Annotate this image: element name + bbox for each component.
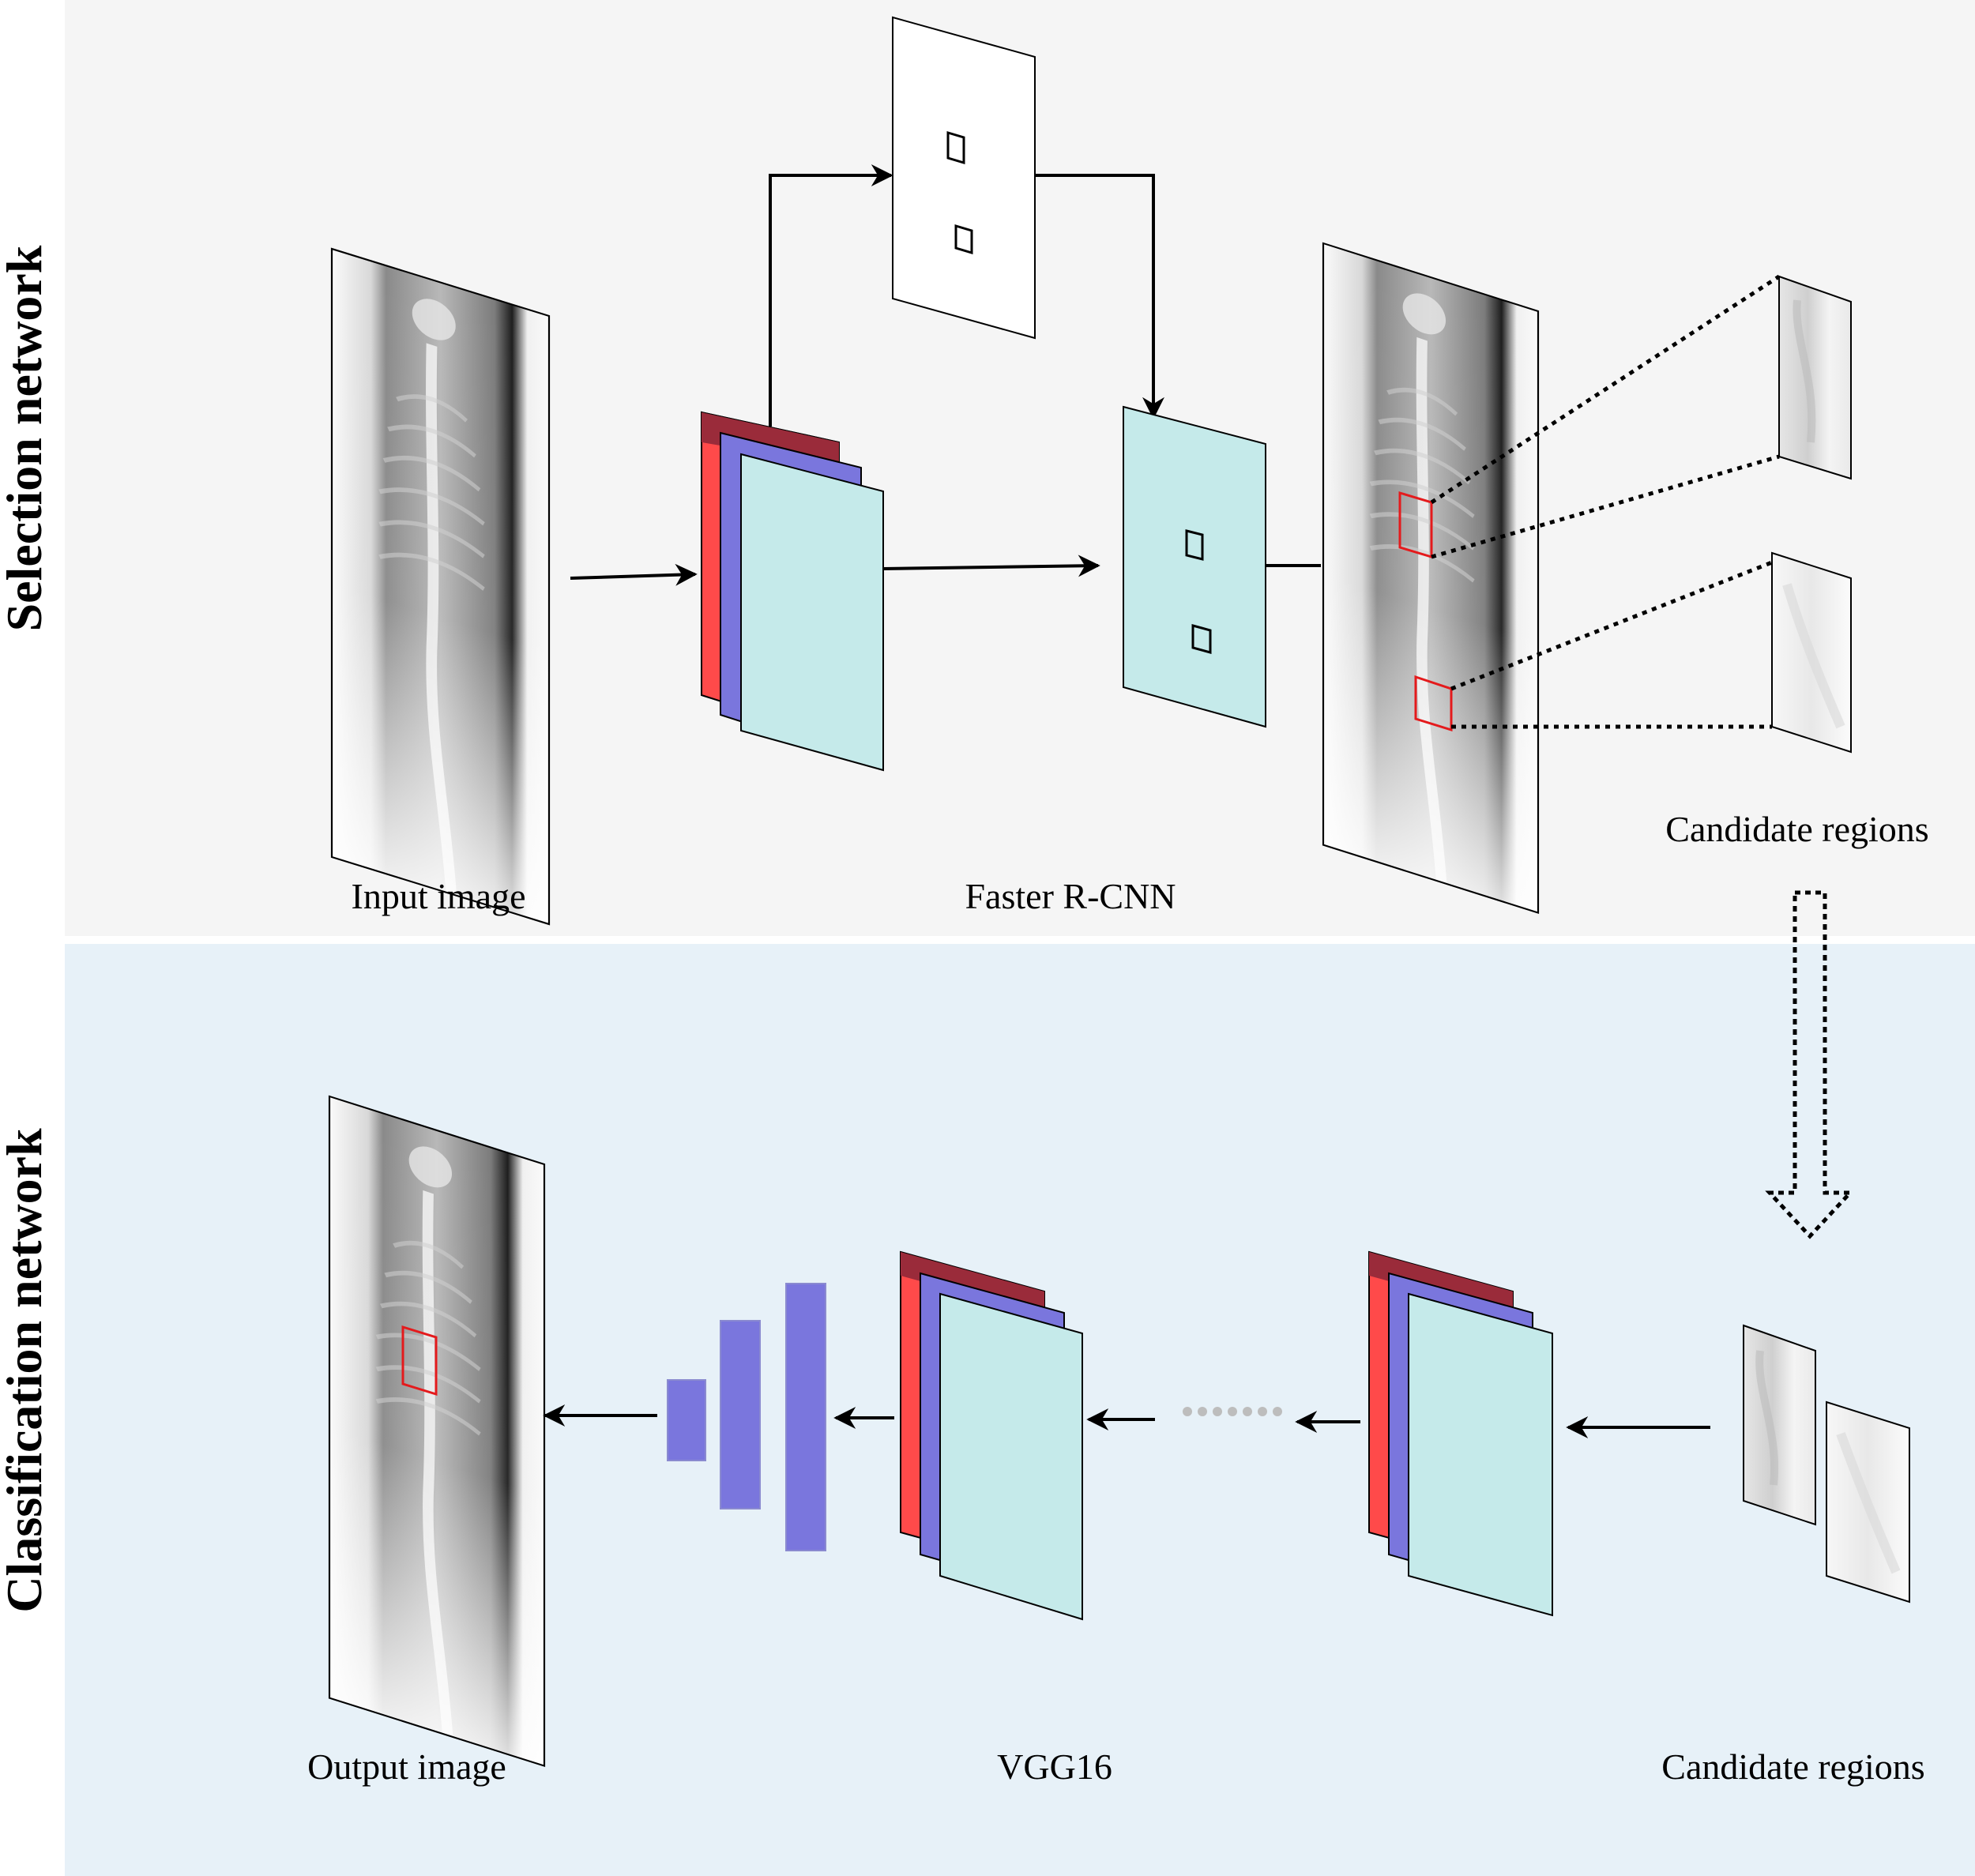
candidate-regions-label-top: Candidate regions — [1665, 809, 1928, 849]
projection-lines — [1430, 274, 1781, 729]
output-image — [329, 1096, 544, 1766]
roi-feature-map — [1123, 405, 1266, 728]
candidate-region-crop — [1743, 1324, 1816, 1526]
candidate-region-crop — [1826, 1400, 1910, 1603]
flow-arrow — [1035, 174, 1164, 419]
hollow-down-arrow-icon — [1765, 890, 1855, 1239]
vgg16-layer-stack — [1368, 1250, 1553, 1617]
faster-rcnn-layer-stack — [701, 411, 884, 772]
candidate-regions-label-bottom: Candidate regions — [1661, 1746, 1924, 1787]
region-proposal-panel — [892, 16, 1036, 340]
flow-arrow — [769, 164, 893, 427]
input-image — [332, 249, 549, 924]
dotted-ellipsis-icon — [1183, 1407, 1282, 1416]
output-image-label: Output image — [307, 1746, 506, 1787]
vgg16-layer-stack — [900, 1250, 1083, 1621]
fully-connected-layers — [667, 1283, 826, 1551]
vgg16-label: VGG16 — [997, 1746, 1112, 1787]
detected-region-box — [1414, 675, 1453, 732]
faster-rcnn-label: Faster R-CNN — [965, 876, 1176, 916]
flow-arrow — [882, 555, 1100, 577]
input-image-label: Input image — [352, 876, 526, 916]
candidate-region-crop — [1771, 551, 1852, 754]
selection-network-title: Selection network — [0, 245, 52, 631]
classification-network-title: Classification network — [0, 1128, 52, 1613]
flow-arrow — [570, 563, 698, 586]
classified-region-box — [401, 1325, 438, 1397]
candidate-region-crop — [1778, 275, 1852, 480]
detection-image — [1323, 243, 1538, 913]
